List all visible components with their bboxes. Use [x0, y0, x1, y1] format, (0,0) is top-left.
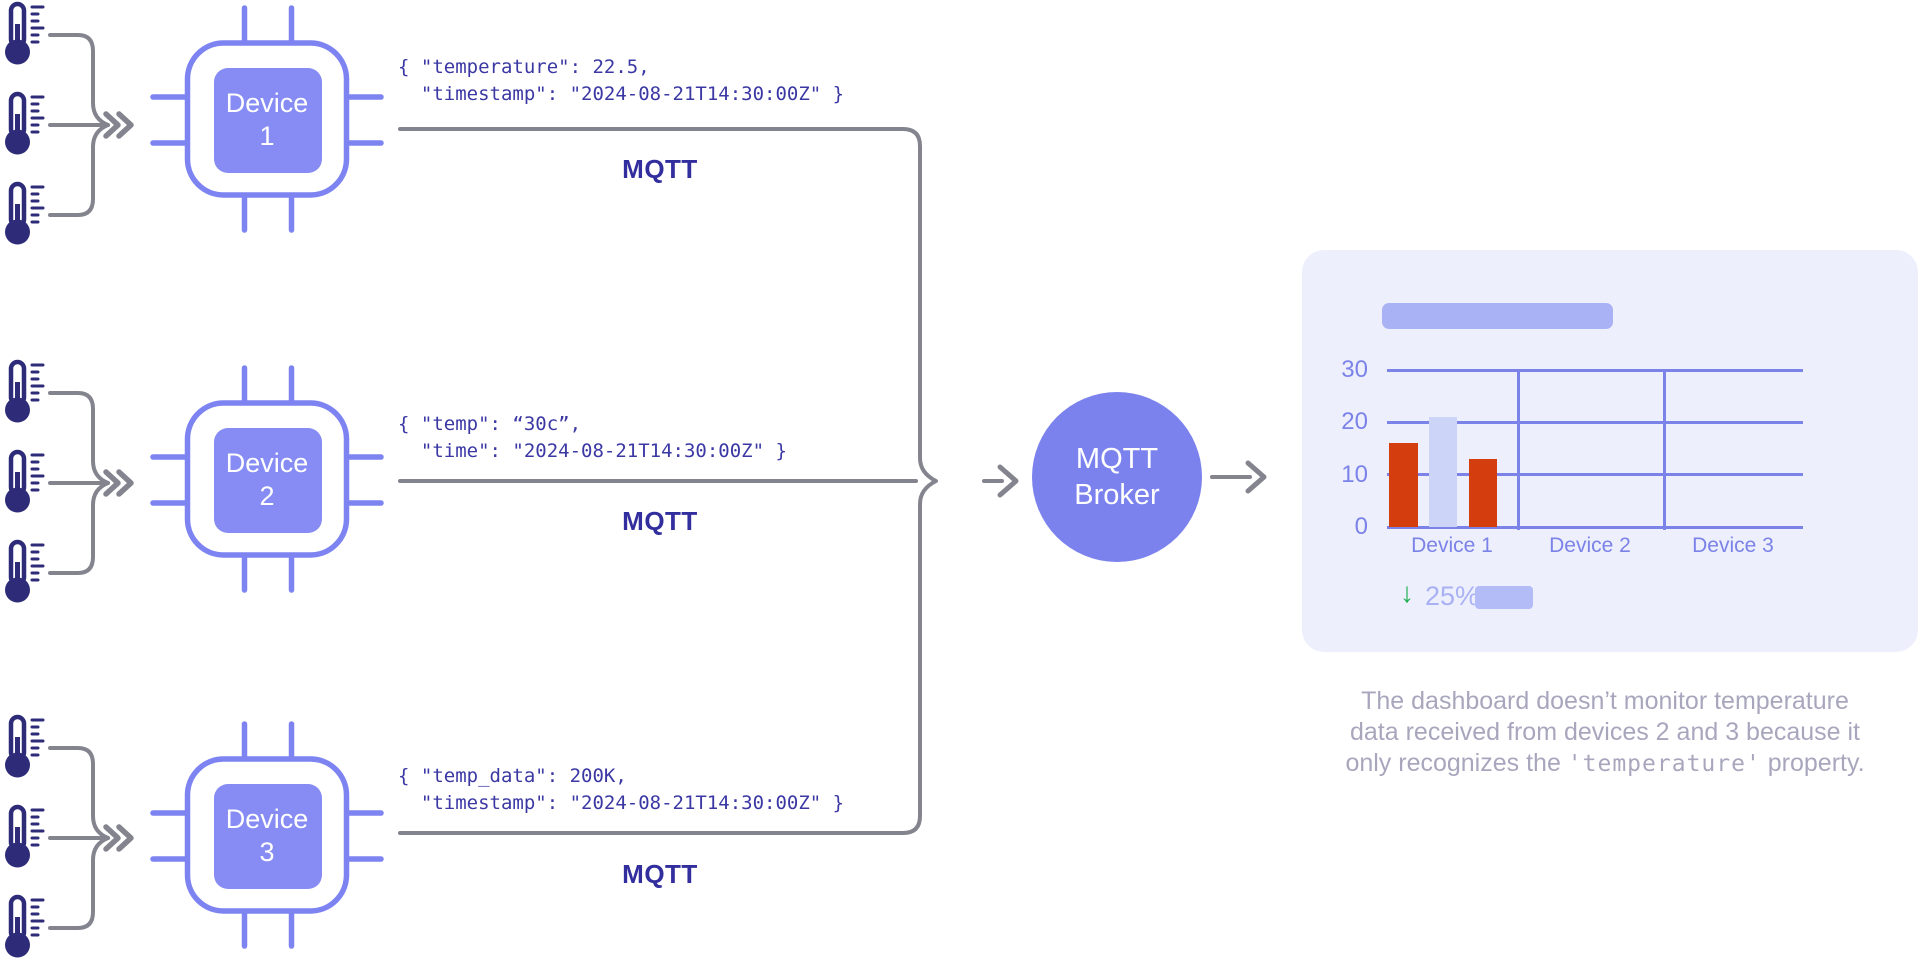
broker-out-arrowhead	[1245, 460, 1267, 494]
gridline-v1	[1517, 370, 1520, 530]
device-1-label: Device 1	[225, 88, 309, 151]
payload-device-2: { "temp": “30c”, "time": "2024-08-21T14:…	[398, 411, 787, 465]
mqtt-connectors	[398, 127, 1267, 835]
device-2-label: Device 2	[225, 448, 309, 511]
thermometer-icon	[5, 897, 43, 958]
sensor-merge-arrows	[50, 35, 131, 928]
mqtt-protocol-label-3: MQTT	[622, 859, 698, 889]
payload-line: "time": "2024-08-21T14:30:00Z" }	[398, 440, 787, 462]
kpi-value: 25%	[1425, 581, 1480, 611]
bar-red-2	[1469, 459, 1497, 527]
merge-arrow	[50, 748, 131, 928]
device-3-label: Device 3	[225, 804, 309, 867]
payload-line: { "temp": “30c”,	[398, 413, 582, 435]
mqtt-broker-label: MQTT Broker	[1074, 443, 1160, 511]
thermometer-icon	[5, 184, 43, 245]
kpi-label-placeholder	[1475, 586, 1533, 609]
xlabel-device-2: Device 2	[1549, 534, 1631, 557]
mqtt-broker-circle	[1032, 392, 1202, 562]
thermometer-icon	[5, 362, 43, 423]
gridline-30	[1387, 368, 1803, 372]
caption-line-3: only recognizes the 'temperature' proper…	[1315, 748, 1895, 780]
dashboard-card: 30 20 10 0 Device 1 Device 2 Device 3 ↓ …	[1302, 250, 1918, 652]
gridline-20	[1387, 420, 1803, 424]
payload-line: "timestamp": "2024-08-21T14:30:00Z" }	[398, 792, 845, 814]
dashboard-title-placeholder	[1382, 303, 1613, 329]
merge-arrow	[50, 35, 131, 215]
thermometer-icon	[5, 542, 43, 603]
thermometer-icon	[5, 807, 43, 868]
gridline-10	[1387, 473, 1803, 477]
xlabel-device-3: Device 3	[1692, 534, 1774, 557]
merge-arrow	[50, 393, 131, 573]
mqtt-protocol-label-2: MQTT	[622, 506, 698, 536]
caption: The dashboard doesn’t monitor temperatur…	[1315, 686, 1895, 780]
caption-line-1: The dashboard doesn’t monitor temperatur…	[1361, 687, 1849, 715]
payload-line: { "temp_data": 200K,	[398, 765, 627, 787]
thermometer-icon	[5, 717, 43, 778]
ytick-10: 10	[1341, 461, 1368, 488]
thermometer-icons	[5, 4, 43, 958]
payload-line: { "temperature": 22.5,	[398, 56, 650, 78]
broker-in-arrowhead	[997, 464, 1019, 498]
ytick-30: 30	[1341, 356, 1368, 383]
gridline-v2	[1663, 370, 1666, 530]
thermometer-icon	[5, 452, 43, 513]
caption-line-2: data received from devices 2 and 3 becau…	[1349, 718, 1861, 746]
payload-device-1: { "temperature": 22.5, "timestamp": "202…	[398, 54, 844, 108]
thermometer-icon	[5, 4, 43, 65]
bus-line	[398, 127, 938, 835]
payload-line: "timestamp": "2024-08-21T14:30:00Z" }	[398, 83, 845, 105]
thermometer-icon	[5, 94, 43, 155]
caption-line-3-post: property.	[1760, 749, 1865, 777]
bar-lavender	[1429, 417, 1457, 527]
gridline-0	[1387, 525, 1803, 529]
xlabel-device-1: Device 1	[1411, 534, 1493, 557]
caption-line-3-pre: only recognizes the	[1345, 749, 1568, 777]
mqtt-protocol-label-1: MQTT	[622, 154, 698, 184]
caption-code-token: 'temperature'	[1567, 751, 1761, 777]
ytick-0: 0	[1354, 513, 1368, 540]
ytick-20: 20	[1341, 408, 1368, 435]
down-arrow-icon: ↓	[1400, 577, 1414, 608]
bar-red-1	[1389, 443, 1418, 527]
payload-device-3: { "temp_data": 200K, "timestamp": "2024-…	[398, 763, 844, 817]
